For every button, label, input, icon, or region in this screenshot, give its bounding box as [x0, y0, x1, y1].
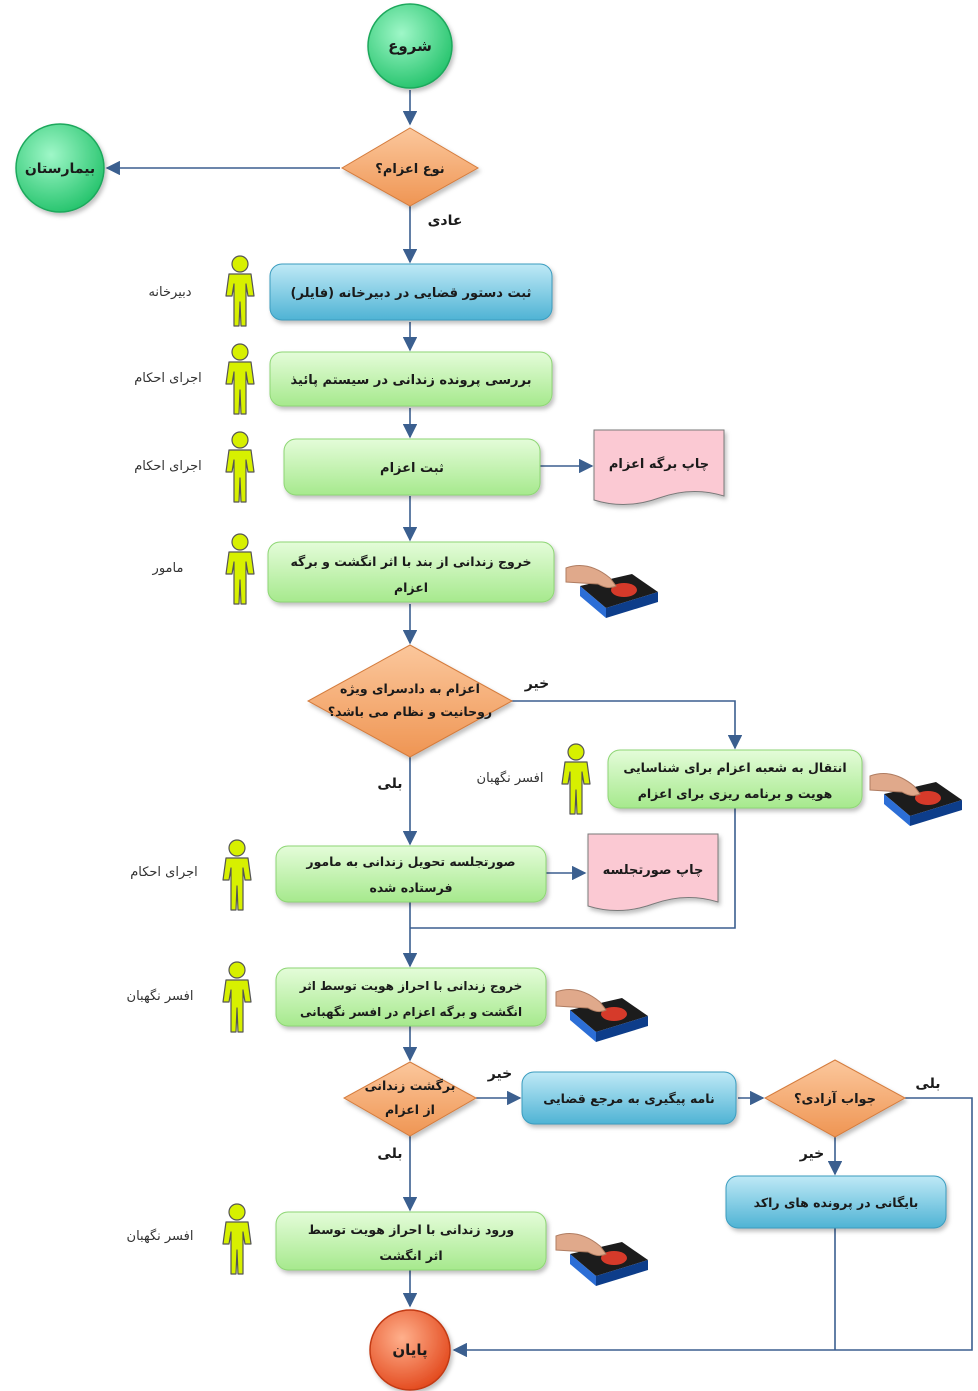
fingerprint-scanner-icon [555, 1233, 649, 1287]
archive-label: بایگانی در پرونده های راکد [754, 1195, 919, 1210]
actor-guard-2-label: افسر نگهبان [127, 988, 194, 1004]
print-dispatch-doc: چاپ برگه اعزام [593, 429, 725, 506]
entry-box: ورود زندانی با احراز هویت توسط اثر انگشت [275, 1211, 547, 1271]
actor-secretariat: دبیرخانه [148, 255, 255, 327]
minutes-box: صورتجلسه تحویل زندانی به مامور فرستاده ش… [275, 845, 547, 903]
return-decision-line2: از اعزام [385, 1102, 435, 1118]
followup-letter-label: نامه پیگیری به مرجع قضایی [543, 1091, 714, 1106]
fingerprint-scanner-icon [869, 773, 963, 827]
followup-letter-box: نامه پیگیری به مرجع قضایی [521, 1071, 737, 1125]
exit-ward-box: خروج زندانی از بند با اثر انگشت و برگه ا… [267, 541, 555, 603]
person-actor-icon [222, 1203, 252, 1275]
actor-enforcement-2-label: اجرای احکام [134, 459, 202, 474]
person-actor-icon [225, 431, 255, 503]
exit-verify-box: خروج زندانی با احراز هویت توسط اثر انگشت… [275, 967, 547, 1027]
release-decision-label: جواب آزادی؟ [794, 1090, 876, 1107]
return-decision-line1: برگشت زندانی [365, 1078, 456, 1093]
edge-label-return-yes: بلی [377, 1146, 402, 1162]
fingerprint-scanner-icon [565, 565, 659, 619]
release-decision: جواب آزادی؟ [763, 1059, 907, 1138]
edge-label-normal: عادی [428, 213, 463, 229]
register-dispatch-label: ثبت اعزام [380, 461, 444, 476]
start-node: شروع [367, 3, 453, 89]
end-node: پایان [369, 1309, 451, 1391]
edge-label-release-yes: بلی [915, 1076, 940, 1092]
actor-guard-2: افسر نگهبان [127, 961, 252, 1033]
person-actor-icon [222, 961, 252, 1033]
arrow-release-yes [452, 1097, 973, 1358]
special-decision: اعزام به دادسرای ویژه روحانیت و نظام می … [306, 644, 514, 758]
actor-enforcement-1-label: اجرای احکام [134, 371, 202, 386]
exit-ward-line1: خروج زندانی از بند با اثر انگشت و برگه [290, 554, 531, 569]
actor-officer-label: مامور [152, 561, 184, 576]
minutes-line1: صورتجلسه تحویل زندانی به مامور [305, 854, 515, 869]
type-decision-label: نوع اعزام؟ [375, 162, 444, 177]
actor-guard-3-label: افسر نگهبان [127, 1228, 194, 1244]
special-decision-line1: اعزام به دادسرای ویژه [340, 681, 480, 697]
entry-line2: اثر انگشت [379, 1248, 442, 1263]
actor-enforcement-1: اجرای احکام [134, 343, 255, 415]
person-actor-icon [225, 343, 255, 415]
exit-verify-line2: انگشت و برگه اعزام در افسر نگهبانی [300, 1005, 522, 1020]
actor-secretariat-label: دبیرخانه [148, 285, 191, 300]
register-dispatch-box: ثبت اعزام [283, 438, 541, 496]
fingerprint-scanner-icon [555, 989, 649, 1043]
print-dispatch-label: چاپ برگه اعزام [609, 456, 709, 472]
actor-enforcement-3-label: اجرای احکام [130, 865, 198, 880]
archive-box: بایگانی در پرونده های راکد [725, 1175, 947, 1229]
actor-officer: مامور [152, 533, 255, 605]
arrow-special-no [485, 700, 743, 750]
edge-label-special-no: خیر [524, 676, 550, 692]
arrow-transfer-merge [410, 808, 736, 929]
person-actor-icon [225, 533, 255, 605]
actor-guard-1-label: افسر نگهبان [477, 770, 544, 786]
entry-line1: ورود زندانی با احراز هویت توسط [308, 1222, 514, 1237]
exit-verify-line1: خروج زندانی با احراز هویت توسط اثر [299, 979, 522, 994]
person-actor-icon [561, 743, 591, 815]
return-decision: برگشت زندانی از اعزام [342, 1061, 478, 1137]
actor-enforcement-3: اجرای احکام [130, 839, 252, 911]
register-order-box: ثبت دستور قضایی در دبیرخانه (فایلر) [269, 263, 553, 321]
person-actor-icon [222, 839, 252, 911]
review-file-box: بررسی پرونده زندانی در سیستم پائیذ [269, 351, 553, 407]
edge-label-release-no: خیر [799, 1146, 825, 1162]
person-actor-icon [225, 255, 255, 327]
start-label: شروع [388, 37, 432, 55]
actor-guard-3: افسر نگهبان [127, 1203, 252, 1275]
type-decision: نوع اعزام؟ [340, 127, 480, 207]
review-file-label: بررسی پرونده زندانی در سیستم پائیذ [291, 373, 532, 388]
special-decision-line2: روحانیت و نظام می باشد؟ [328, 704, 492, 720]
register-order-label: ثبت دستور قضایی در دبیرخانه (فایلر) [291, 286, 532, 301]
hospital-label: بیمارستان [25, 161, 95, 177]
print-minutes-doc: چاپ صورتجلسه [587, 833, 719, 912]
print-minutes-label: چاپ صورتجلسه [603, 863, 704, 878]
hospital-node: بیمارستان [15, 123, 105, 213]
transfer-line2: هویت و برنامه ریزی برای اعزام [638, 786, 833, 802]
transfer-line1: انتقال به شعبه اعزام برای شناسایی [623, 760, 846, 776]
edge-label-return-no: خیر [487, 1066, 513, 1082]
transfer-box: انتقال به شعبه اعزام برای شناسایی هویت و… [607, 749, 863, 809]
exit-ward-line2: اعزام [394, 580, 428, 596]
actor-guard-1: افسر نگهبان [477, 743, 591, 815]
actor-enforcement-2: اجرای احکام [134, 431, 255, 503]
edge-label-special-yes: بلی [377, 776, 402, 792]
end-label: پایان [392, 1341, 427, 1360]
minutes-line2: فرستاده شده [369, 880, 452, 895]
